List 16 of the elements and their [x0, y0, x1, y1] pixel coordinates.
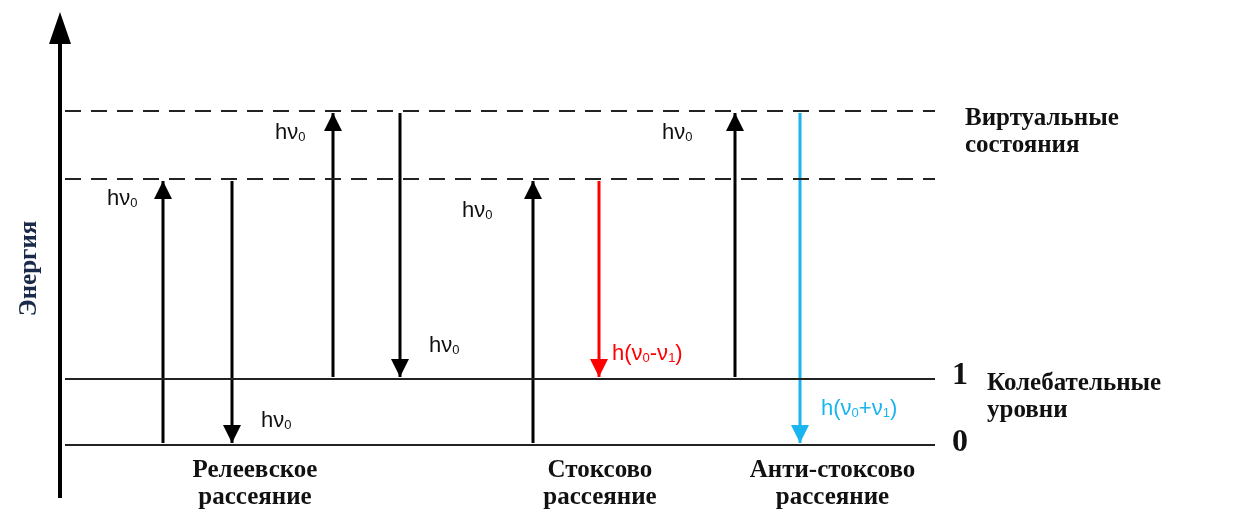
transition-arrow: [223, 181, 241, 443]
level-group-label: Колебательные уровни: [987, 368, 1163, 422]
transition-arrow: [590, 181, 608, 377]
scattering-label: Стоксово рассеяние: [542, 455, 658, 509]
axis-title: Энергия: [13, 219, 41, 319]
level-group-label: Виртуальные состояния: [965, 103, 1120, 157]
transition-arrow: [391, 113, 409, 377]
level-number: 0: [952, 423, 968, 457]
transition-arrow: [324, 113, 342, 377]
transition-arrow: [726, 113, 744, 377]
level-number: 1: [952, 356, 968, 390]
transition-arrow: [791, 113, 809, 443]
transition-arrow: [524, 181, 542, 443]
scattering-label: Анти-стоксово рассеяние: [748, 455, 917, 509]
scattering-label: Релеевское рассеяние: [191, 455, 319, 509]
transition-arrow: [154, 181, 172, 443]
